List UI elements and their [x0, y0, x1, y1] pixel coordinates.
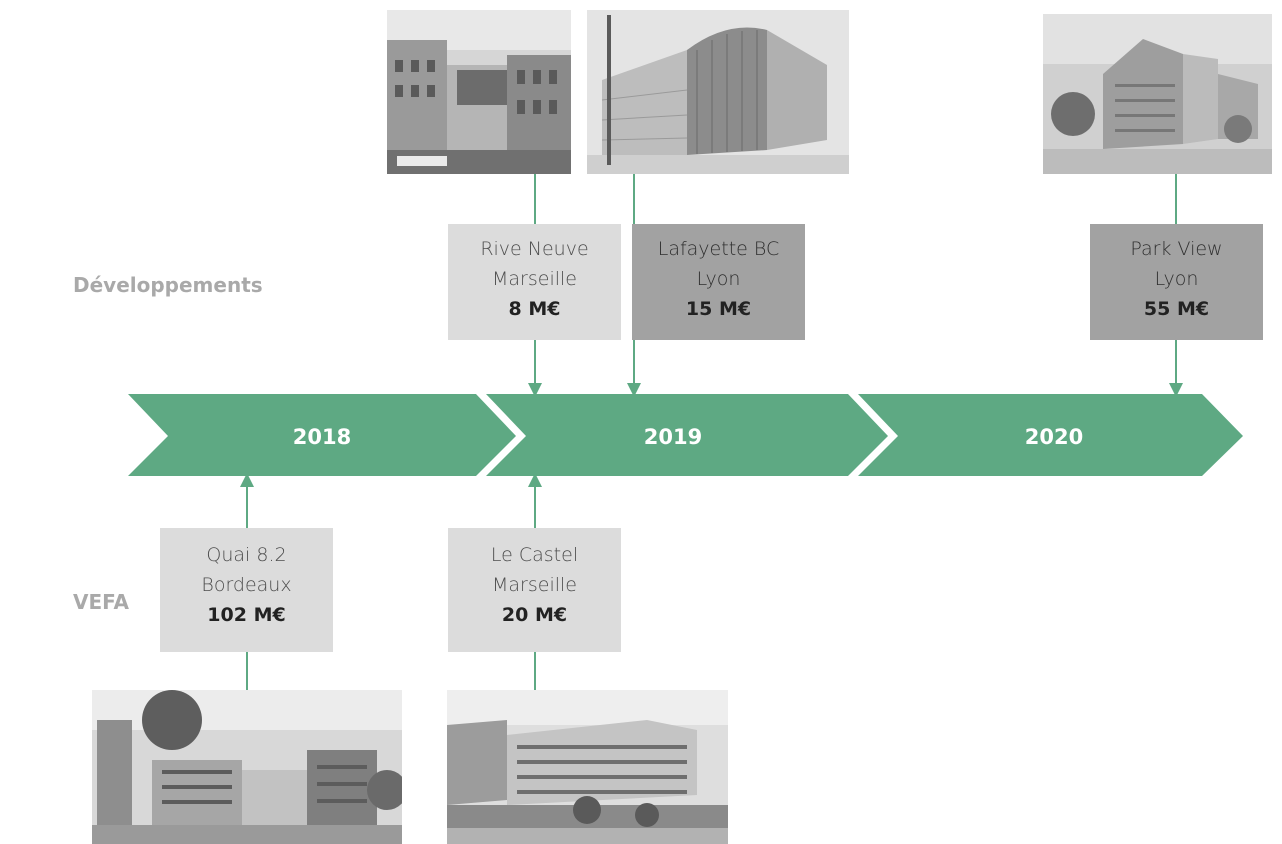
project-city: Lyon — [1154, 268, 1199, 290]
project-card-castel: Le Castel Marseille 20 M€ — [448, 528, 621, 652]
project-name: Lafayette BC — [657, 238, 780, 260]
year-2019: 2019 — [644, 425, 702, 449]
chevron-2018 — [128, 394, 516, 476]
project-card-park-view: Park View Lyon 55 M€ — [1090, 224, 1263, 340]
row-label-vefa: VEFA — [73, 590, 129, 614]
project-value: 102 M€ — [207, 604, 286, 626]
year-2020: 2020 — [1025, 425, 1083, 449]
photo-lafayette — [587, 10, 849, 174]
project-city: Marseille — [492, 574, 577, 596]
project-value: 8 M€ — [508, 298, 561, 320]
photo-quai — [92, 690, 402, 844]
project-name: Le Castel — [490, 544, 579, 566]
project-card-lafayette: Lafayette BC Lyon 15 M€ — [632, 224, 805, 340]
photo-park-view — [1043, 14, 1272, 174]
photo-rive-neuve — [387, 10, 571, 174]
project-card-quai: Quai 8.2 Bordeaux 102 M€ — [160, 528, 333, 652]
photo-castel — [447, 690, 728, 844]
project-value: 20 M€ — [501, 604, 568, 626]
project-name: Rive Neuve — [480, 238, 589, 260]
chevron-2020 — [858, 394, 1243, 476]
chevron-2019 — [486, 394, 888, 476]
project-card-rive-neuve: Rive Neuve Marseille 8 M€ — [448, 224, 621, 340]
row-label-developpements: Développements — [73, 273, 263, 297]
project-city: Marseille — [492, 268, 577, 290]
project-city: Lyon — [696, 268, 741, 290]
project-value: 55 M€ — [1143, 298, 1210, 320]
project-name: Quai 8.2 — [206, 544, 287, 566]
project-name: Park View — [1130, 238, 1223, 260]
project-value: 15 M€ — [685, 298, 752, 320]
project-city: Bordeaux — [201, 574, 292, 596]
year-2018: 2018 — [293, 425, 351, 449]
